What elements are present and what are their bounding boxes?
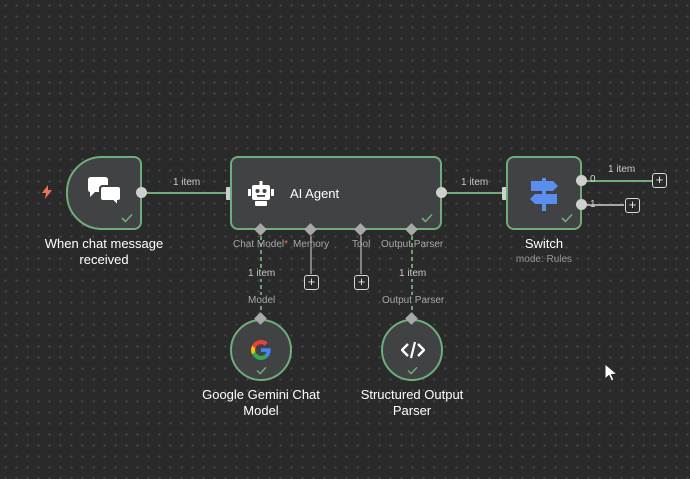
gemini-label: Google Gemini Chat Model (202, 387, 320, 418)
ai-agent-node[interactable]: AI Agent (230, 156, 442, 230)
connection-label-trigger-agent: 1 item (173, 177, 201, 188)
connection-label-agent-switch: 1 item (461, 177, 489, 188)
google-g-icon (251, 340, 271, 360)
success-check-icon (256, 366, 267, 375)
required-mark: * (284, 239, 289, 250)
agent-input-label-output-parser: Output Parser (381, 239, 444, 250)
parser-label: Structured Output Parser (360, 387, 464, 418)
robot-icon (248, 181, 274, 206)
code-icon (401, 341, 425, 359)
structured-output-parser-node[interactable] (381, 319, 443, 381)
switch-subtitle: mode: Rules (515, 254, 573, 265)
ai-agent-title: AI Agent (290, 186, 340, 201)
sub-node-port-label-model: Model (247, 295, 277, 306)
agent-input-label-memory: Memory (293, 239, 330, 250)
agent-input-label-tool: Tool (352, 239, 371, 250)
switch-output-handle-0[interactable] (576, 175, 587, 186)
agent-input-label-chat-model: Chat Model* (233, 239, 288, 250)
chat-trigger-node[interactable] (66, 156, 142, 230)
mouse-cursor-icon (604, 363, 619, 382)
success-check-icon (561, 213, 573, 223)
switch-output-label-0: 0 (590, 174, 596, 185)
connection-label-model: 1 item (247, 268, 277, 279)
agent-input-handle[interactable] (226, 187, 233, 200)
switch-output-label-1: 1 (590, 199, 596, 210)
chat-bubbles-icon (88, 177, 122, 209)
sub-node-port-label-parser: Output Parser (381, 295, 446, 306)
connection-label-switch-out0: 1 item (608, 164, 636, 175)
switch-title: Switch (524, 236, 564, 251)
agent-output-handle[interactable] (436, 187, 447, 198)
trigger-bolt-icon (42, 185, 52, 199)
signpost-icon (530, 178, 558, 211)
trigger-output-handle[interactable] (136, 187, 147, 198)
switch-input-handle[interactable] (502, 187, 509, 200)
google-gemini-node[interactable] (230, 319, 292, 381)
connection-label-parser: 1 item (398, 268, 428, 279)
success-check-icon (407, 366, 418, 375)
success-check-icon (421, 213, 433, 223)
chat-trigger-label: When chat message received (44, 236, 164, 267)
chat-model-text: Chat Model (233, 239, 285, 250)
add-tool-button[interactable]: + (354, 275, 369, 290)
add-node-output-0-button[interactable]: + (652, 173, 667, 188)
switch-output-handle-1[interactable] (576, 199, 587, 210)
add-node-output-1-button[interactable]: + (625, 198, 640, 213)
add-memory-button[interactable]: + (304, 275, 319, 290)
switch-node[interactable] (506, 156, 582, 230)
success-check-icon (121, 213, 133, 223)
